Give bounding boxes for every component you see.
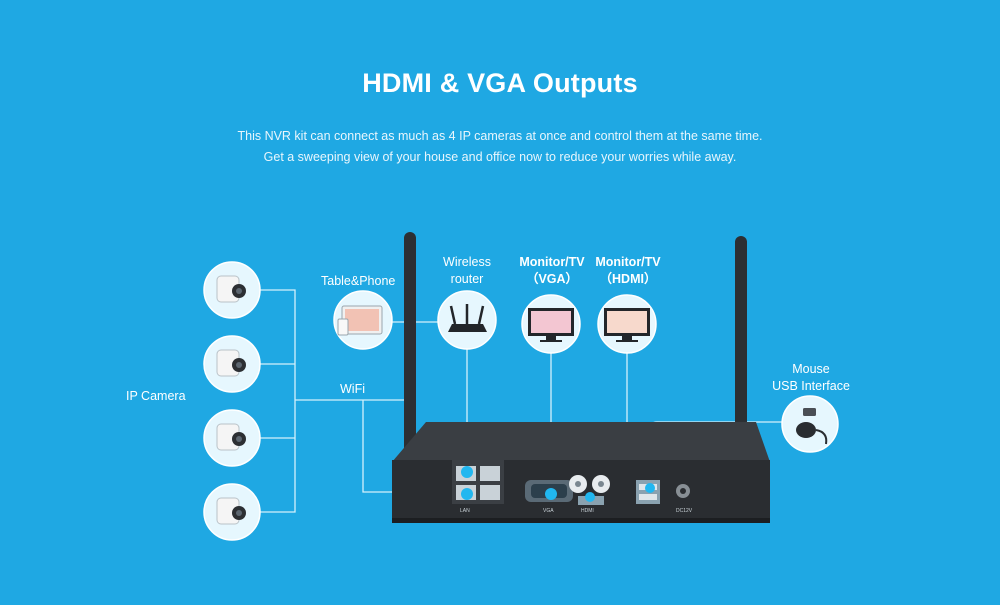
- mouse-label-line2: USB Interface: [772, 379, 850, 393]
- ip-camera-label: IP Camera: [126, 389, 186, 403]
- dc-port-label: DC12V: [676, 508, 693, 514]
- wireless-label-line1: Wireless: [443, 255, 491, 269]
- vga-label-line1: Monitor/TV: [519, 255, 585, 269]
- vga-label-line2: （VGA）: [525, 272, 579, 286]
- monitor-vga-label: Monitor/TV （VGA）: [516, 254, 588, 288]
- tablet-phone-icon: [333, 290, 393, 350]
- subtitle-line-1: This NVR kit can connect as much as 4 IP…: [237, 129, 763, 143]
- wifi-label: WiFi: [340, 382, 365, 396]
- ip-camera-3: [203, 409, 261, 467]
- hdmi-port-label: HDMI: [581, 508, 594, 514]
- monitor-hdmi-icon: [597, 294, 657, 354]
- mouse-label-line1: Mouse: [792, 362, 830, 376]
- hdmi-label-line1: Monitor/TV: [595, 255, 661, 269]
- monitor-vga-icon: [521, 294, 581, 354]
- vga-port-label: VGA: [543, 508, 554, 514]
- wireless-router-icon: [437, 290, 497, 350]
- monitor-hdmi-label: Monitor/TV （HDMI）: [592, 254, 664, 288]
- mouse-usb-label: Mouse USB Interface: [770, 361, 852, 395]
- ip-camera-4: [203, 483, 261, 541]
- page-title: HDMI & VGA Outputs: [362, 68, 638, 98]
- wireless-router-label: Wireless router: [436, 254, 498, 288]
- wireless-label-line2: router: [450, 272, 484, 286]
- nvr-device: VGA HDMI DC12V LAN: [392, 422, 770, 523]
- subtitle-line-2: Get a sweeping view of your house and of…: [263, 150, 737, 164]
- hdmi-label-line2: （HDMI）: [599, 272, 657, 286]
- mouse-icon: [781, 395, 839, 453]
- ip-camera-2: [203, 335, 261, 393]
- table-phone-label: Table&Phone: [321, 274, 396, 288]
- ip-camera-1: [203, 261, 261, 319]
- lan-port-label: LAN: [460, 508, 470, 514]
